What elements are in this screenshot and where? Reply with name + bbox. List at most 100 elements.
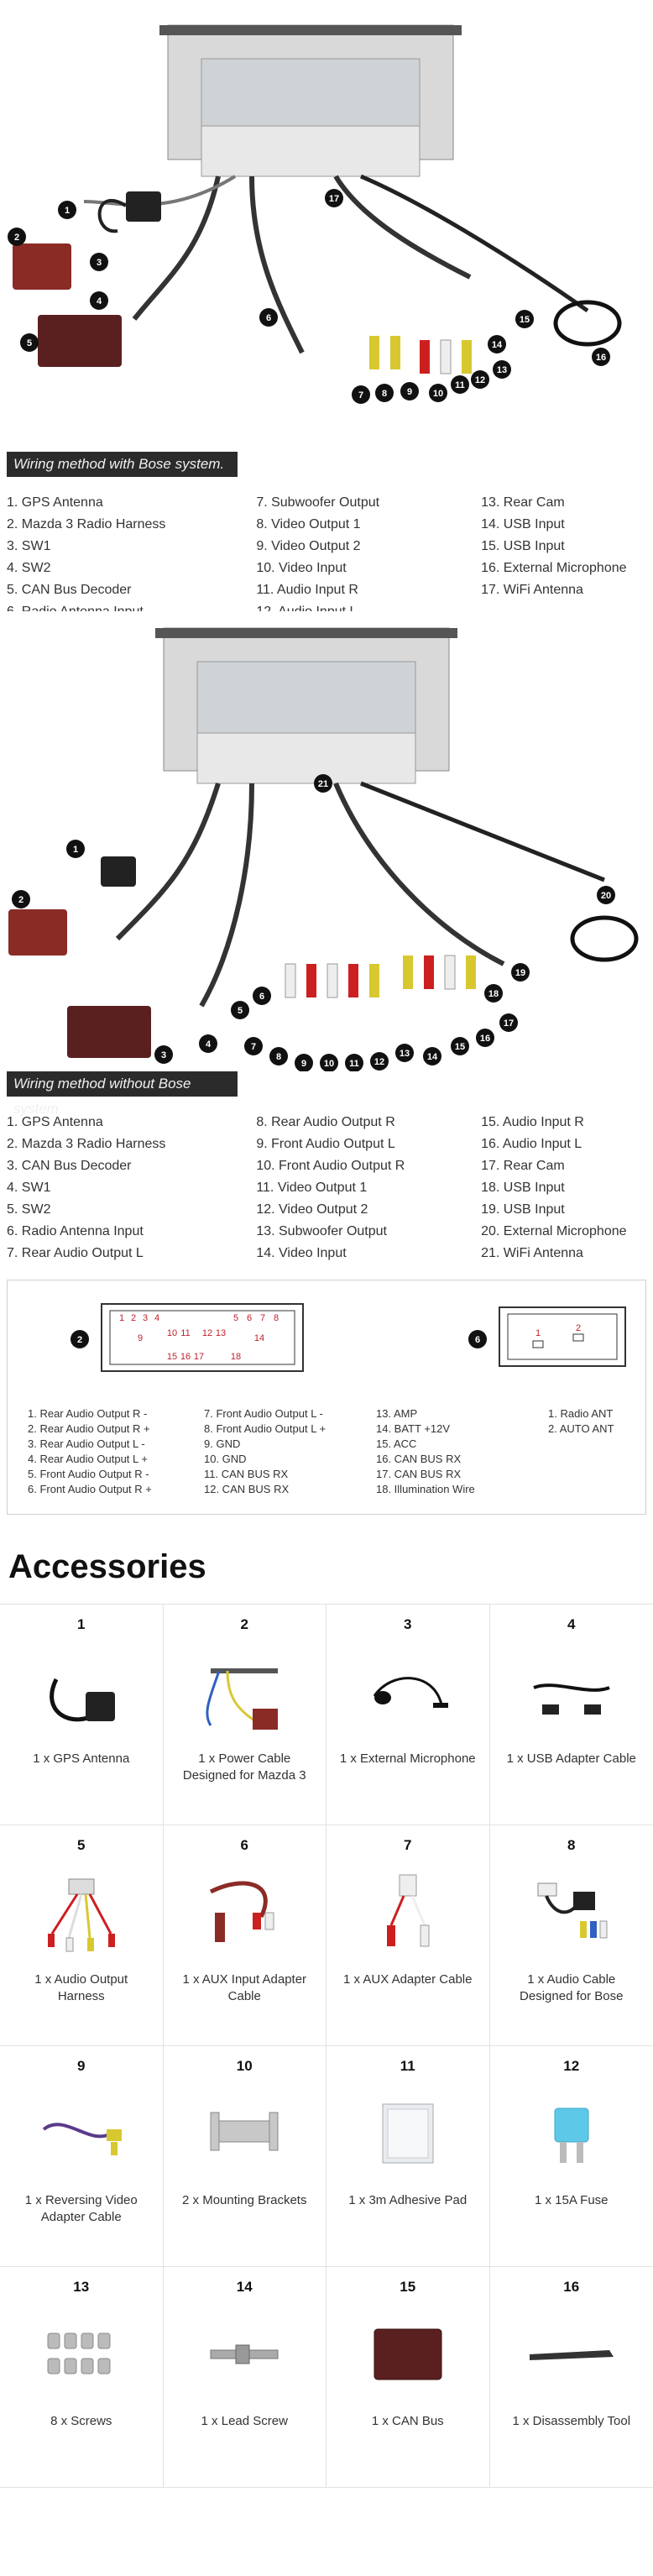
legend-item: 3. CAN Bus Decoder	[7, 1159, 132, 1173]
pin-item: 1. Rear Audio Output R -	[28, 1407, 148, 1420]
legend-item: 11. Video Output 1	[256, 1181, 368, 1195]
legend-item: 4. SW2	[7, 561, 51, 575]
pin-label: 8	[274, 1313, 279, 1323]
callout-15: 15	[455, 1042, 465, 1052]
accessory-item: 1 1 x GPS Antenna	[0, 1605, 164, 1825]
legend-item: 2. Mazda 3 Radio Harness	[7, 517, 166, 531]
pin-item: 13. AMP	[376, 1407, 418, 1420]
accessory-number: 9	[77, 2058, 86, 2074]
legend-item: 8. Video Output 1	[256, 517, 361, 531]
accessory-number: 8	[567, 1837, 576, 1853]
pin-col-2: 7. Front Audio Output L - 8. Front Audio…	[204, 1406, 376, 1497]
legend-item: 2. Mazda 3 Radio Harness	[7, 1137, 166, 1151]
accessory-item: 7 1 x AUX Adapter Cable	[326, 1825, 490, 2046]
pin-item: 14. BATT +12V	[376, 1422, 451, 1435]
callout-16: 16	[596, 353, 606, 363]
pin-col-4: 1. Radio ANT 2. AUTO ANT	[548, 1406, 653, 1497]
accessory-item: 11 1 x 3m Adhesive Pad	[326, 2046, 490, 2267]
pin-item: 2. AUTO ANT	[548, 1422, 614, 1435]
pin-item: 16. CAN BUS RX	[376, 1453, 462, 1465]
callout-6: 6	[259, 992, 264, 1002]
accessory-number: 4	[567, 1616, 576, 1632]
legend-item: 13. Subwoofer Output	[256, 1224, 387, 1238]
pin-label: 13	[216, 1328, 226, 1338]
legend-item: 5. SW2	[7, 1202, 51, 1217]
power-cable-icon	[164, 1633, 326, 1751]
callout-12: 12	[374, 1057, 384, 1067]
callout-13: 13	[400, 1049, 410, 1059]
callout-8: 8	[382, 389, 387, 399]
callout-1: 1	[73, 845, 78, 855]
bose-banner: Wiring method with Bose system.	[7, 452, 238, 477]
no-bose-legend-col1: 1. GPS Antenna 2. Mazda 3 Radio Harness …	[7, 1112, 256, 1280]
legend-item: 14. USB Input	[481, 517, 565, 531]
lead-screw-icon	[164, 2296, 326, 2413]
legend-item: 21. WiFi Antenna	[481, 1246, 583, 1260]
accessory-item: 5 1 x Audio Output Harness	[0, 1825, 164, 2046]
accessory-label: 1 x USB Adapter Cable	[506, 1751, 636, 1766]
accessory-label: 1 x Disassembly Tool	[512, 2414, 631, 2428]
pin-label: 12	[202, 1328, 212, 1338]
callout-12: 12	[475, 375, 485, 385]
accessory-item: 12 1 x 15A Fuse	[489, 2046, 653, 2267]
pin-label: 3	[143, 1313, 148, 1323]
callout-11: 11	[455, 380, 465, 390]
pin-item: 7. Front Audio Output L -	[204, 1407, 323, 1420]
accessory-item: 3 1 x External Microphone	[326, 1605, 490, 1825]
screws-icon	[0, 2296, 163, 2413]
legend-item: 19. USB Input	[481, 1202, 565, 1217]
accessory-number: 2	[240, 1616, 248, 1632]
pin-label: 16	[180, 1352, 191, 1362]
pin-label: 11	[180, 1328, 190, 1338]
accessory-number: 16	[563, 2279, 580, 2295]
pin-label: 17	[194, 1352, 204, 1362]
accessory-item: 15 1 x CAN Bus	[326, 2267, 490, 2488]
reversing-video-cable-icon	[0, 2075, 163, 2192]
pin-label: 18	[231, 1352, 241, 1362]
connector-pinout-box: 2 1 2 3 4 5 6 7 8 9 10 11 12 13 14 15 16…	[7, 1280, 646, 1515]
bose-legend: 1. GPS Antenna 2. Mazda 3 Radio Harness …	[0, 477, 653, 619]
legend-item: 17. Rear Cam	[481, 1159, 565, 1173]
bose-legend-col2: 7. Subwoofer Output 8. Video Output 1 9.…	[256, 492, 481, 619]
pin-item: 18. Illumination Wire	[376, 1483, 475, 1495]
accessory-number: 12	[563, 2058, 580, 2074]
wiring-photo-no-bose: 1 2 3 4 5 6 7 8 9 10 11 12 13 14 15 16 1…	[0, 611, 653, 1071]
legend-item: 20. External Microphone	[481, 1224, 627, 1238]
gps-antenna-icon	[0, 1633, 163, 1751]
audio-harness-icon	[0, 1854, 163, 1971]
accessory-label: 2 x Mounting Brackets	[182, 2193, 307, 2207]
no-bose-banner: Wiring method without Bose system.	[7, 1071, 238, 1117]
accessory-label: 1 x Lead Screw	[201, 2414, 288, 2428]
legend-item: 8. Rear Audio Output R	[256, 1115, 395, 1129]
pin-item: 4. Rear Audio Output L +	[28, 1453, 148, 1465]
pin-label: 5	[233, 1313, 238, 1323]
pin-label: 2	[131, 1313, 136, 1323]
callout-10: 10	[433, 389, 443, 399]
legend-item: 10. Front Audio Output R	[256, 1159, 405, 1173]
pin-item: 6. Front Audio Output R +	[28, 1483, 152, 1495]
bose-legend-col1: 1. GPS Antenna 2. Mazda 3 Radio Harness …	[7, 492, 256, 619]
callout-11: 11	[349, 1059, 359, 1069]
accessory-item: 10 2 x Mounting Brackets	[163, 2046, 326, 2267]
usb-cable-icon	[490, 1633, 653, 1751]
accessory-number: 13	[73, 2279, 90, 2295]
callout-3: 3	[161, 1050, 166, 1060]
pin-item: 8. Front Audio Output L +	[204, 1422, 326, 1435]
accessory-number: 10	[236, 2058, 253, 2074]
accessory-number: 7	[404, 1837, 412, 1853]
accessory-item: 6 1 x AUX Input Adapter Cable	[163, 1825, 326, 2046]
pin-item: 12. CAN BUS RX	[204, 1483, 290, 1495]
accessory-number: 11	[400, 2058, 415, 2074]
accessory-label: 1 x Audio Output Harness	[34, 1972, 128, 2003]
callout-21: 21	[318, 779, 328, 789]
callout-2: 2	[18, 895, 24, 905]
pin-label: 7	[260, 1313, 265, 1323]
legend-item: 1. GPS Antenna	[7, 1115, 103, 1129]
bose-audio-cable-icon	[490, 1854, 653, 1971]
pin-item: 11. CAN BUS RX	[204, 1468, 289, 1480]
pin-label: 4	[154, 1313, 159, 1323]
accessories-grid: 1 1 x GPS Antenna 2 1 x Power Cable Desi…	[0, 1604, 653, 2488]
accessory-label: 1 x Audio Cable Designed for Bose	[520, 1972, 624, 2003]
legend-item: 9. Video Output 2	[256, 539, 361, 553]
pin-label: 1	[119, 1313, 124, 1323]
